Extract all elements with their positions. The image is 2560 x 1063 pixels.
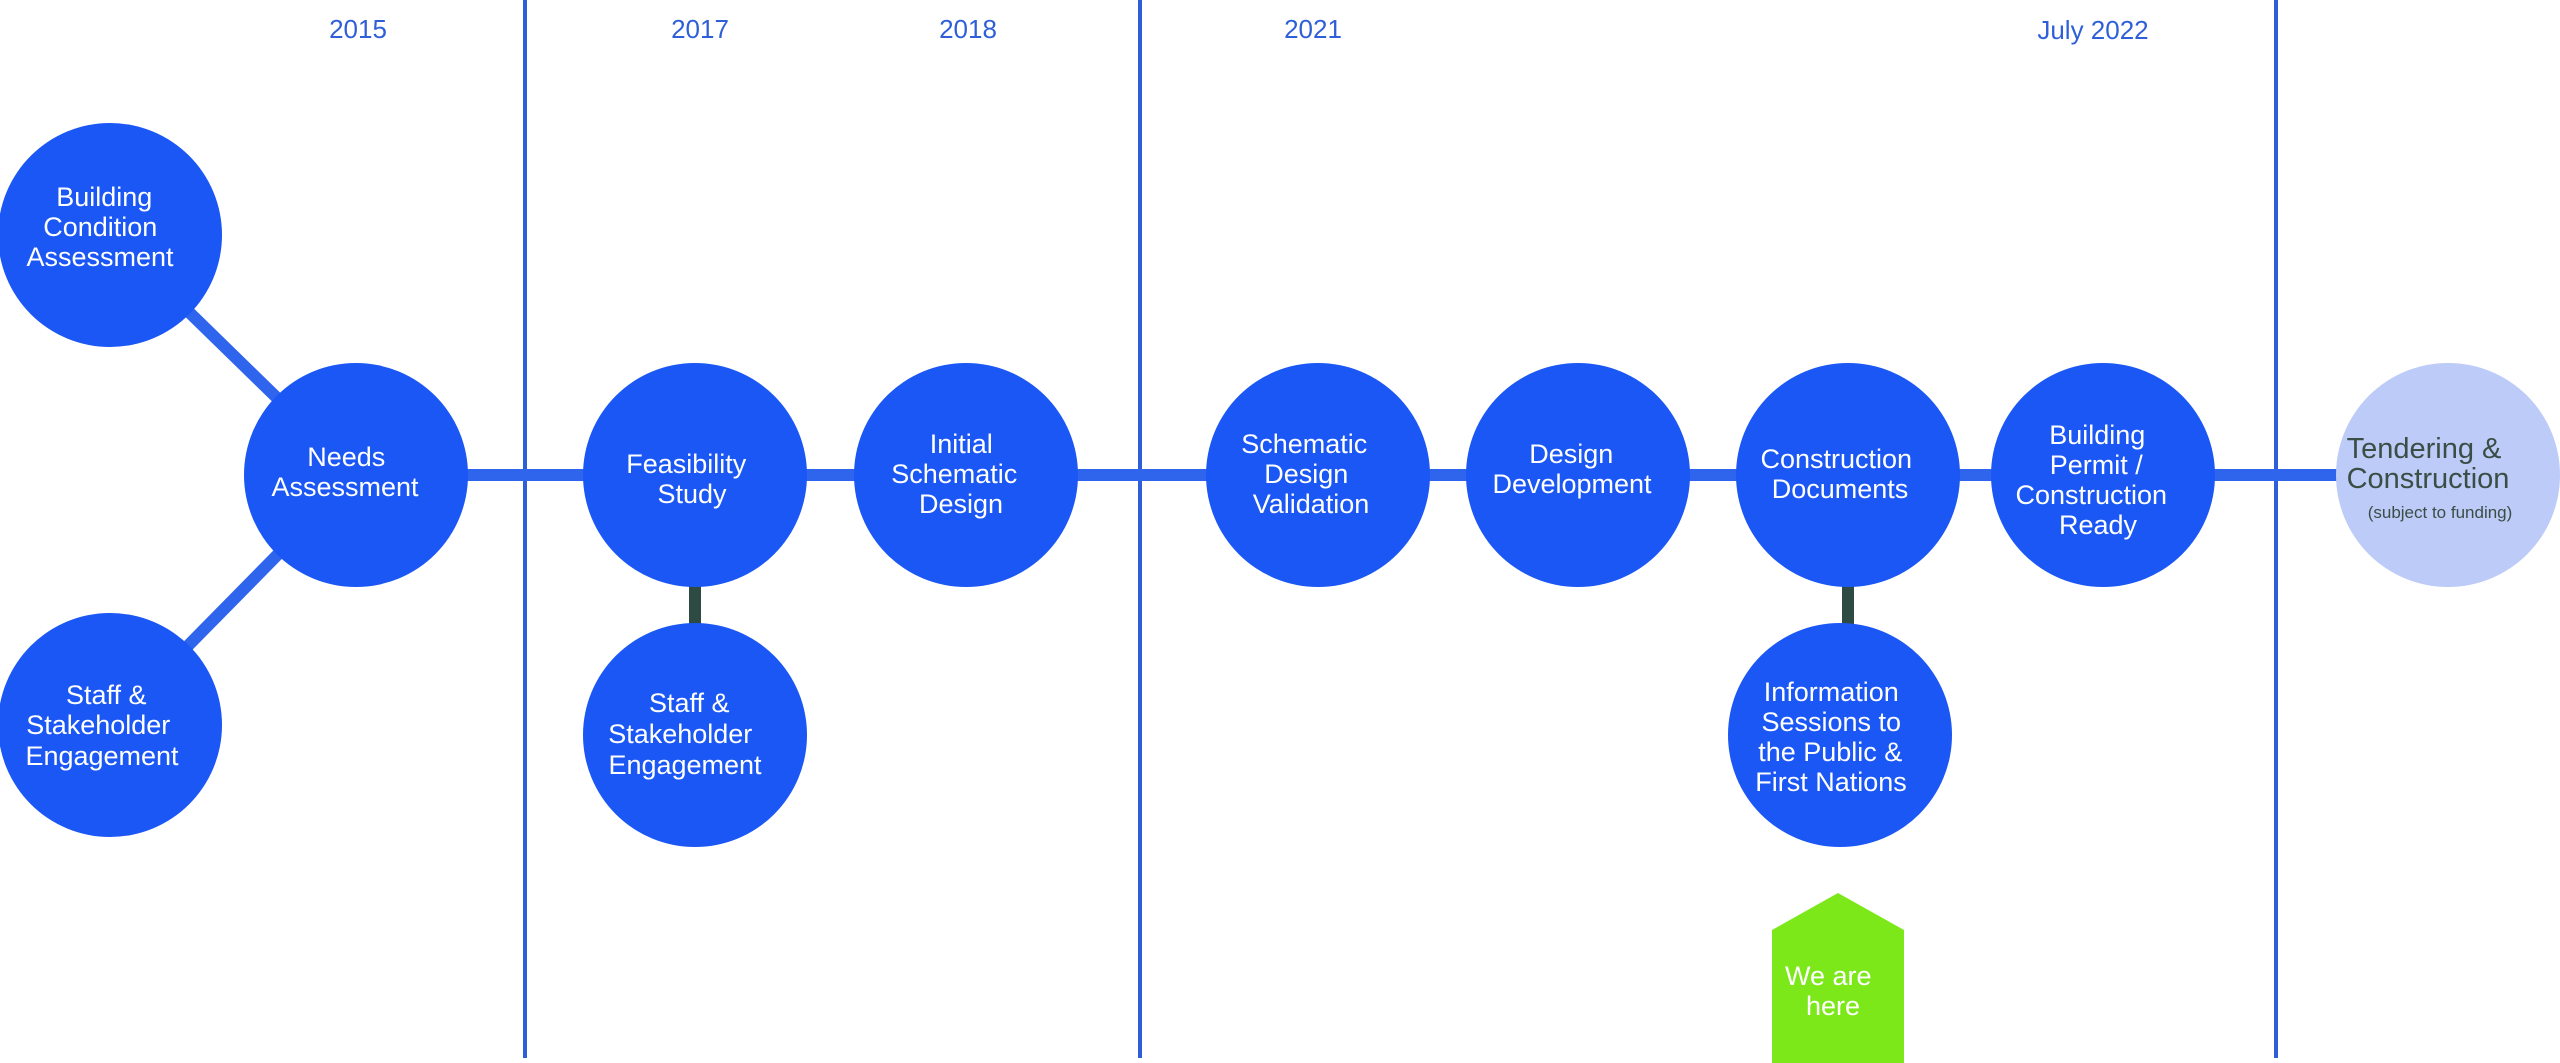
svg-text:Staff & Stakeholder: Staff & Stakeholder Engagement (25, 680, 179, 771)
node-design-development: Design Development (1466, 363, 1690, 587)
node-initial-schematic-design: Initial Schematic Design (854, 363, 1078, 587)
node-information-sessions: Information Sessions to the Public & Fir… (1728, 623, 1952, 847)
node-construction-documents: Construction Documents (1736, 363, 1960, 587)
we-are-here-marker: We are here (1772, 893, 1904, 1063)
year-label-2015: 2015 (329, 14, 387, 44)
svg-text:Feasibility Study: Feasibility Study (626, 449, 754, 509)
node-feasibility-study: Feasibility Study (583, 363, 807, 587)
svg-text:Information Sessions to: Information Sessions to the Public & Fir… (1755, 677, 1910, 797)
svg-text:Construction Documents: Construction Documents (1760, 444, 1919, 504)
svg-text:We are here: We are here (1785, 961, 1879, 1021)
year-label-2021: 2021 (1284, 14, 1342, 44)
node-staff-stakeholder-engagement-2015: Staff & Stakeholder Engagement (0, 613, 222, 837)
svg-text:Tendering & Construction: Tendering & Construction (2347, 433, 2510, 495)
svg-text:Design Development: Design Development (1492, 439, 1652, 499)
node-schematic-design-validation: Schematic Design Validation (1206, 363, 1430, 587)
year-label-july-2022: July 2022 (2037, 15, 2148, 45)
svg-text:(subject to funding): (subject to funding) (2368, 503, 2513, 522)
svg-text:Initial Schematic: Initial Schematic Design (891, 429, 1025, 519)
year-label-2018: 2018 (939, 14, 997, 44)
svg-text:Staff & Stakeholder: Staff & Stakeholder Engagement (608, 688, 762, 780)
svg-text:Building Condition: Building Condition Assessment (26, 182, 174, 272)
node-needs-assessment: Needs Assessment (244, 363, 468, 587)
node-building-condition-assessment: Building Condition Assessment (0, 123, 222, 347)
year-label-2017: 2017 (671, 14, 729, 44)
node-staff-stakeholder-engagement-2017: Staff & Stakeholder Engagement (583, 623, 807, 847)
node-tendering-construction: Tendering & Construction (subject to fun… (2336, 363, 2560, 587)
svg-text:Schematic Design V: Schematic Design Validation (1241, 429, 1375, 519)
svg-text:Needs Assessment: Needs Assessment (271, 442, 419, 502)
svg-text:Building Permit /: Building Permit / Construction Ready (2015, 420, 2174, 540)
node-building-permit: Building Permit / Construction Ready (1991, 363, 2215, 587)
